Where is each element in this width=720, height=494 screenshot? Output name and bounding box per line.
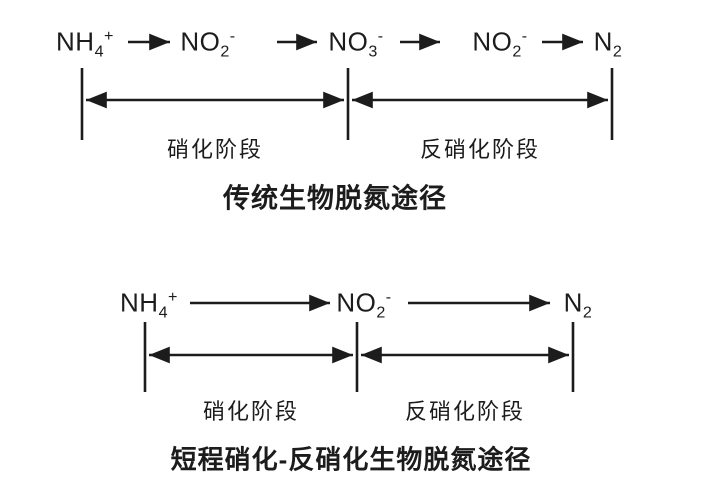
species-no2: NO2- <box>472 26 528 61</box>
species-base: N <box>563 287 583 318</box>
species-subscript: 2 <box>512 42 522 61</box>
species-superscript: - <box>377 26 384 45</box>
species-superscript: + <box>104 26 114 45</box>
stage-label-denitrification: 反硝化阶段 <box>419 137 541 162</box>
species-base: NH <box>56 26 95 57</box>
species-superscript: + <box>168 287 178 306</box>
species-subscript: 4 <box>158 303 169 322</box>
species-superscript: - <box>229 26 236 45</box>
species-subscript: 2 <box>612 42 623 61</box>
species-n2: N2 <box>563 287 593 322</box>
species-nh4: NH4+ <box>120 287 178 322</box>
species-superscript: - <box>385 287 392 306</box>
species-subscript: 2 <box>582 303 593 322</box>
species-subscript: 3 <box>368 42 378 61</box>
species-base: NO <box>472 26 513 57</box>
bottom-diagram-title: 短程硝化-反硝化生物脱氮途径 <box>170 444 532 475</box>
species-superscript: - <box>521 26 528 45</box>
species-subscript: 4 <box>94 42 105 61</box>
species-subscript: 2 <box>220 42 230 61</box>
species-no2: NO2- <box>180 26 236 61</box>
stage-label-nitrification: 硝化阶段 <box>166 137 264 162</box>
species-subscript: 2 <box>376 303 386 322</box>
species-base: NO <box>328 26 369 57</box>
species-base: NO <box>180 26 221 57</box>
stage-label-nitrification: 硝化阶段 <box>202 399 300 424</box>
species-base: NH <box>120 287 159 318</box>
species-base: N <box>593 26 613 57</box>
top-diagram-title: 传统生物脱氮途径 <box>223 183 447 214</box>
species-no3: NO3- <box>328 26 384 61</box>
species-n2: N2 <box>593 26 623 61</box>
species-base: NO <box>336 287 377 318</box>
species-no2: NO2- <box>336 287 392 322</box>
stage-label-denitrification: 反硝化阶段 <box>404 399 526 424</box>
species-nh4: NH4+ <box>56 26 114 61</box>
